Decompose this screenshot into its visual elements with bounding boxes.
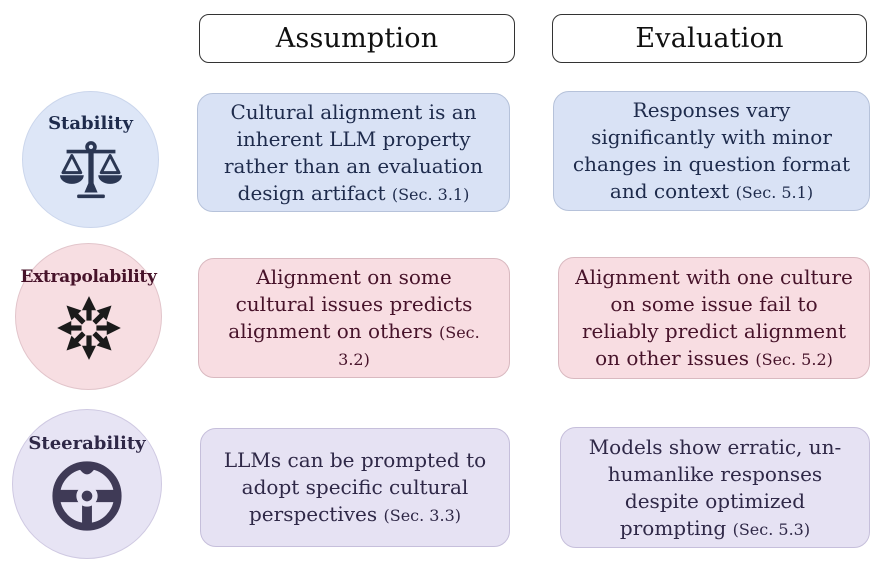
row-badge-stability: Stability [22, 91, 159, 228]
assumption-card-steerability: LLMs can be prompted to adopt specific c… [200, 428, 510, 547]
evaluation-card-stability: Responses vary significantly with minor … [553, 91, 870, 211]
row-label-stability: Stability [48, 113, 133, 135]
card-text: Alignment on some cultural issues predic… [228, 265, 480, 369]
balance-scale-icon [59, 141, 122, 198]
card-text: LLMs can be prompted to adopt specific c… [223, 448, 487, 526]
section-ref: (Sec. 3.3) [383, 506, 462, 525]
radiating-arrows-icon [52, 291, 126, 365]
card-text: Models show erratic, un-humanlike respon… [588, 434, 842, 540]
section-ref: (Sec. 3.2) [338, 323, 480, 369]
evaluation-card-extrapolability: Alignment with one culture on some issue… [558, 257, 870, 379]
section-ref: (Sec. 5.3) [732, 519, 811, 539]
section-ref: (Sec. 3.1) [391, 184, 470, 204]
section-ref: (Sec. 5.2) [755, 350, 833, 369]
column-header-assumption: Assumption [199, 14, 515, 63]
assumption-card-extrapolability: Alignment on some cultural issues predic… [198, 258, 510, 378]
card-text: Responses vary significantly with minor … [572, 98, 851, 203]
column-header-evaluation: Evaluation [552, 14, 867, 63]
row-label-steerability: Steerability [28, 432, 146, 454]
section-ref: (Sec. 5.1) [735, 183, 814, 202]
steering-wheel-icon [52, 461, 122, 531]
row-badge-extrapolability: Extrapolability [15, 243, 162, 390]
row-label-extrapolability: Extrapolability [20, 266, 157, 287]
card-text: Alignment with one culture on some issue… [575, 265, 853, 370]
assumption-card-stability: Cultural alignment is an inherent LLM pr… [197, 93, 510, 212]
row-badge-steerability: Steerability [12, 409, 162, 559]
evaluation-card-steerability: Models show erratic, un-humanlike respon… [560, 427, 870, 548]
card-text: Cultural alignment is an inherent LLM pr… [223, 99, 483, 205]
